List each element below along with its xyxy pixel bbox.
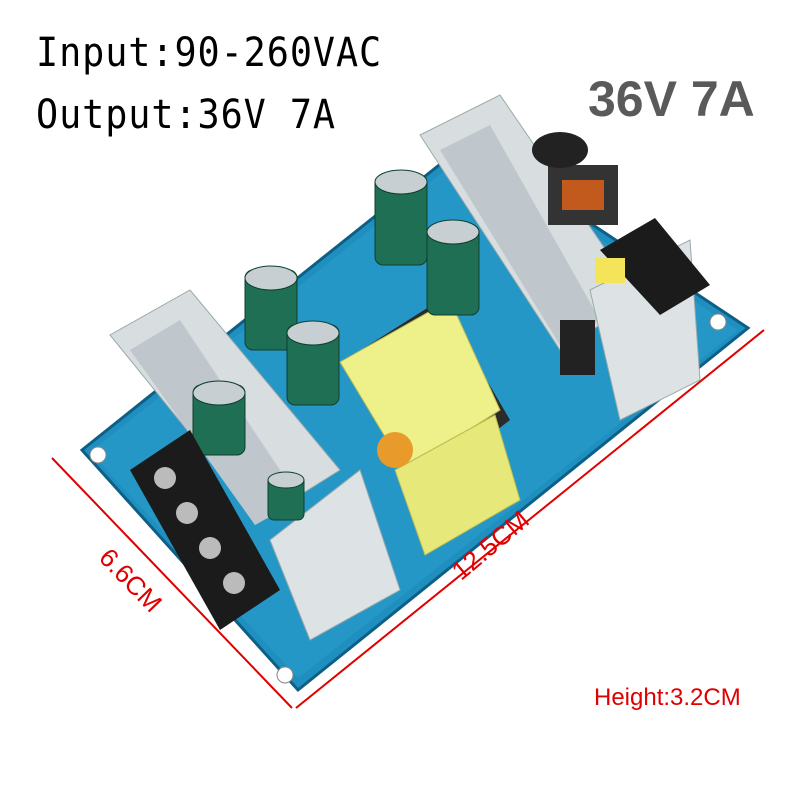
output-spec-label: Output:36V 7A	[36, 92, 336, 138]
input-terminal-block	[532, 132, 710, 375]
rating-badge: 36V 7A	[588, 71, 755, 127]
capacitors	[192, 169, 480, 521]
length-dimension-line	[295, 329, 765, 709]
input-spec-label: Input:90-260VAC	[36, 30, 383, 76]
height-dimension-label: Height:3.2CM	[594, 684, 741, 711]
transformer	[339, 299, 521, 556]
width-dimension-line	[51, 457, 293, 709]
output-terminal-block	[130, 430, 280, 630]
